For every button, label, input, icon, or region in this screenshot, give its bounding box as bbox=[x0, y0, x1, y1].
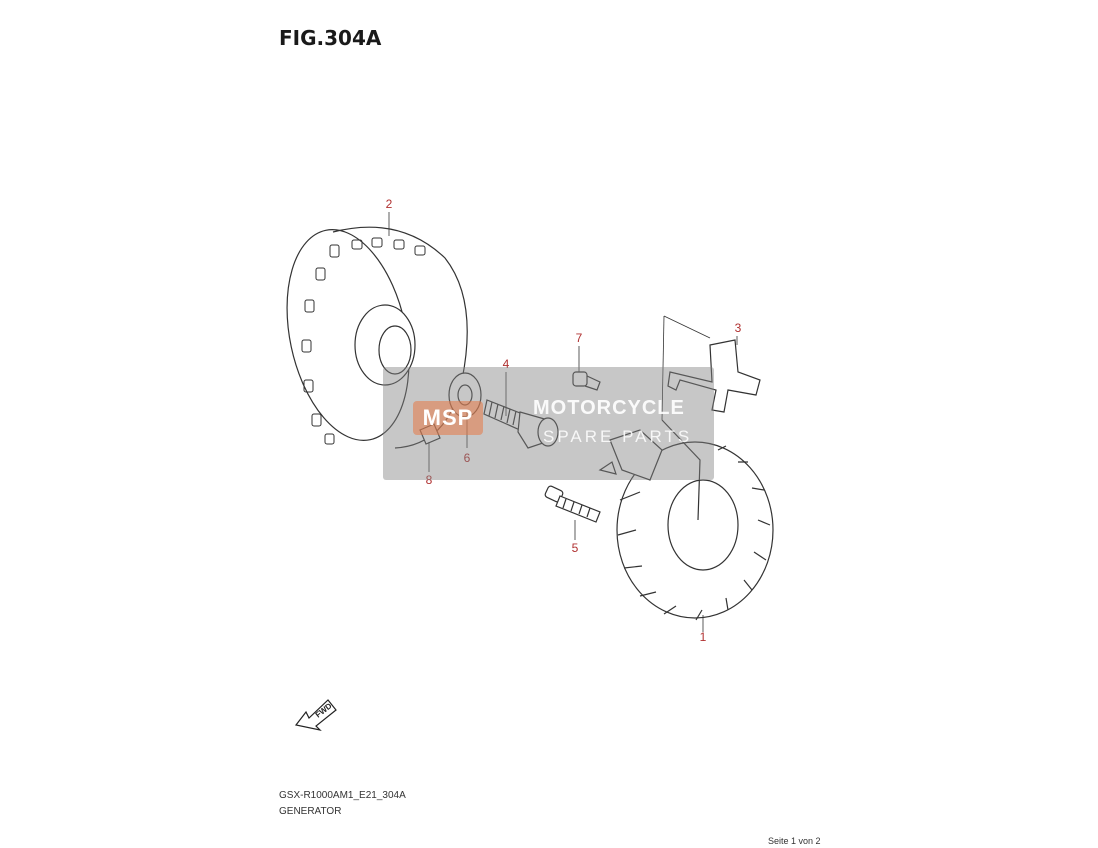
stator-bolt[interactable] bbox=[544, 485, 601, 523]
watermark-logo: MSP bbox=[413, 401, 483, 435]
callout-2: 2 bbox=[386, 197, 393, 211]
callout-7: 7 bbox=[576, 331, 583, 345]
figure-name: GENERATOR bbox=[279, 806, 342, 817]
figure-title: FIG.304A bbox=[279, 26, 382, 50]
page-indicator: Seite 1 von 2 bbox=[768, 836, 821, 846]
cable-bracket[interactable] bbox=[667, 339, 761, 413]
watermark-line-1: MOTORCYCLE bbox=[533, 397, 685, 419]
callout-3: 3 bbox=[735, 321, 742, 335]
flywheel-bolt[interactable] bbox=[483, 399, 559, 449]
watermark: MSP MOTORCYCLE SPARE PARTS bbox=[383, 367, 714, 480]
fwd-arrow-icon bbox=[294, 699, 337, 731]
callout-6: 6 bbox=[464, 451, 471, 465]
model-code: GSX-R1000AM1_E21_304A bbox=[279, 790, 406, 801]
callout-1: 1 bbox=[700, 630, 707, 644]
stator-coil[interactable] bbox=[598, 419, 774, 621]
small-screw[interactable] bbox=[572, 371, 601, 391]
callout-8: 8 bbox=[426, 473, 433, 487]
watermark-line-2: SPARE PARTS bbox=[543, 427, 693, 446]
callout-4: 4 bbox=[503, 357, 510, 371]
callout-5: 5 bbox=[572, 541, 579, 555]
flywheel-rotor[interactable] bbox=[269, 218, 468, 451]
